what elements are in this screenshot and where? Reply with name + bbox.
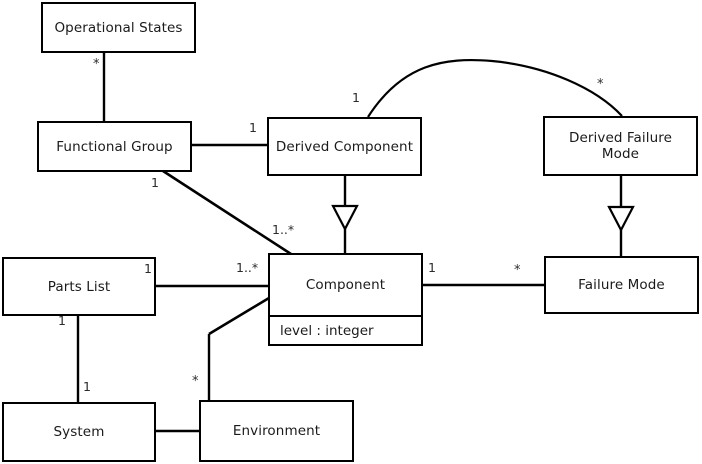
multiplicity-derived-component-derived-failure-mode-far: * <box>597 77 604 92</box>
edge-derived-component-derived-failure-mode <box>367 58 623 118</box>
class-box-system[interactable]: System <box>2 402 156 462</box>
edge-component-environment-diagonal <box>208 296 270 336</box>
multiplicity-operational-states-functional-group: * <box>93 57 100 72</box>
multiplicity-component-environment: * <box>192 374 199 389</box>
multiplicity-functional-group-component-near: 1 <box>151 175 159 190</box>
multiplicity-component-failure-mode-far: * <box>514 263 521 278</box>
multiplicity-parts-list-system-top: 1 <box>58 313 66 328</box>
multiplicity-functional-group-component-far: 1..* <box>272 222 295 237</box>
multiplicity-parts-list-component-near: 1 <box>144 261 152 276</box>
generalization-triangle-failure-mode <box>607 205 635 233</box>
generalization-triangle-component <box>331 204 359 232</box>
multiplicity-parts-list-component-far: 1..* <box>236 260 259 275</box>
class-name-parts-list: Parts List <box>47 278 111 295</box>
class-name-derived-component: Derived Component <box>275 138 414 155</box>
class-box-component[interactable]: Component level : integer <box>268 253 423 346</box>
class-box-derived-component[interactable]: Derived Component <box>267 117 422 176</box>
class-box-operational-states[interactable]: Operational States <box>41 2 196 53</box>
multiplicity-parts-list-system-bottom: 1 <box>83 379 91 394</box>
class-box-functional-group[interactable]: Functional Group <box>37 121 192 172</box>
edge-functional-group-component <box>162 169 292 256</box>
class-name-component: Component <box>305 277 386 293</box>
multiplicity-component-failure-mode-near: 1 <box>428 260 436 275</box>
class-box-failure-mode[interactable]: Failure Mode <box>544 256 699 314</box>
class-attribute-component-level: level : integer <box>270 315 421 344</box>
class-box-derived-failure-mode[interactable]: Derived Failure Mode <box>543 116 698 176</box>
class-name-environment: Environment <box>232 423 321 439</box>
multiplicity-derived-component-derived-failure-mode-near: 1 <box>352 90 360 105</box>
class-name-operational-states: Operational States <box>54 19 183 36</box>
class-name-functional-group: Functional Group <box>56 138 173 155</box>
class-name-derived-failure-mode: Derived Failure Mode <box>568 130 673 162</box>
class-name-system: System <box>53 424 105 440</box>
multiplicity-functional-group-derived-component: 1 <box>249 120 257 135</box>
class-box-environment[interactable]: Environment <box>199 400 354 462</box>
class-name-failure-mode: Failure Mode <box>578 277 665 293</box>
class-box-parts-list[interactable]: Parts List <box>2 257 156 316</box>
